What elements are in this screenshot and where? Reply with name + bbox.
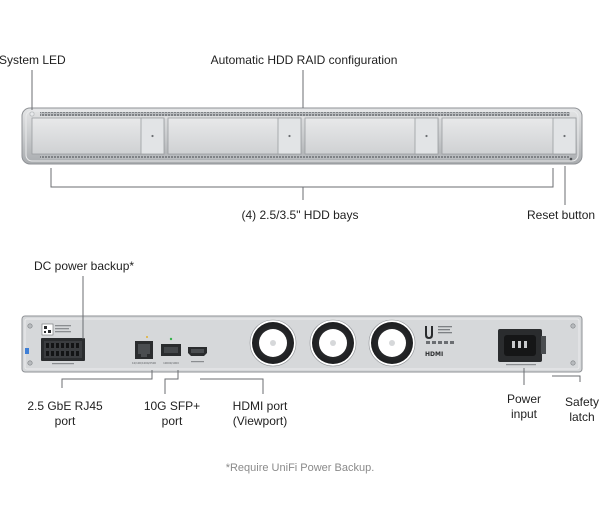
sfp-speed-text: 10000/1000	[163, 361, 179, 365]
safety-latch-label-line1: Safety	[564, 395, 600, 409]
system-led-label: System LED	[0, 53, 66, 67]
rj45-label-line2: port	[54, 414, 76, 428]
safety-latch-label: Safety latch	[556, 395, 600, 425]
system-led-indicator	[29, 111, 35, 117]
qr-label	[41, 323, 71, 336]
rj45-label-line1: 2.5 GbE RJ45	[27, 399, 103, 413]
reset-button-label: Reset button	[527, 208, 596, 222]
footnote: *Require UniFi Power Backup.	[225, 462, 375, 474]
hdd-bay	[167, 117, 302, 155]
power-input-label: Power input	[494, 392, 554, 422]
rear-screw	[570, 323, 576, 329]
power-input-label-line2: input	[510, 407, 538, 421]
hdd-bay	[31, 117, 165, 155]
bottom-vent-strip	[40, 155, 570, 159]
hdmi-label-line2: (Viewport)	[232, 414, 288, 428]
hdd-bay	[441, 117, 577, 155]
raid-label: Automatic HDD RAID configuration	[210, 53, 398, 67]
rj45-speed-text: 10/100/1000/2500	[132, 361, 156, 365]
front-leaders	[31, 70, 566, 205]
power-inlet	[498, 329, 546, 366]
safety-latch-label-line2: latch	[569, 410, 595, 424]
power-input-label-line1: Power	[506, 392, 541, 406]
sfp-label-line2: port	[161, 414, 183, 428]
status-led-rear	[25, 348, 29, 354]
cooling-fan	[249, 319, 297, 367]
hdmi-port	[188, 347, 207, 363]
dc-power-backup-label: DC power backup*	[34, 259, 135, 273]
rear-screw	[570, 360, 576, 366]
rj45-label: 2.5 GbE RJ45 port	[20, 399, 110, 429]
rear-screw	[27, 323, 33, 329]
sfp-label-line1: 10G SFP+	[143, 399, 201, 413]
reset-button	[569, 157, 573, 161]
rj45-port: 10/100/1000/2500	[132, 336, 156, 365]
cooling-fan	[368, 319, 416, 367]
top-vent-strip	[40, 112, 570, 116]
hdd-bays-label: (4) 2.5/3.5" HDD bays	[241, 208, 359, 222]
cooling-fan	[309, 319, 357, 367]
rear-leaders	[61, 276, 581, 394]
hdmi-label: HDMI port (Viewport)	[215, 399, 305, 429]
rear-screw	[27, 360, 33, 366]
regulatory-marks	[426, 326, 454, 344]
sfp-label: 10G SFP+ port	[132, 399, 212, 429]
hdmi-label-line1: HDMI port	[232, 399, 288, 413]
dc-power-connector	[41, 338, 85, 365]
sfp-port: 10000/1000	[161, 337, 181, 365]
ubiquiti-logo	[425, 326, 433, 339]
hdd-bay	[304, 117, 439, 155]
hdmi-logo-text: HDMI	[425, 351, 443, 358]
